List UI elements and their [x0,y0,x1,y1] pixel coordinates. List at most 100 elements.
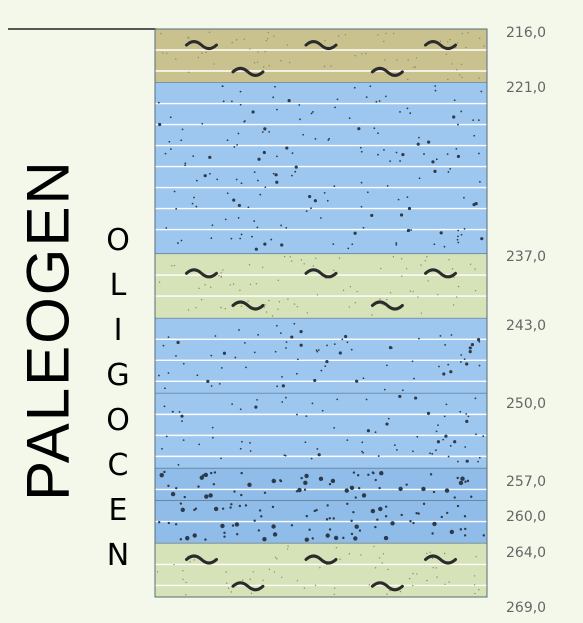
speckle [208,31,211,33]
speckle [344,34,347,36]
speckle [185,581,187,584]
grain-dot [274,173,278,177]
grain-dot [367,473,370,476]
speckle [387,568,389,571]
speckle [373,545,375,548]
depth-label: 243,0 [506,318,547,334]
grain-dot [352,510,355,514]
grain-dot [365,96,368,98]
grain-dot [291,152,294,155]
grain-dot [172,410,174,413]
grain-dot [464,446,467,448]
grain-dot [432,521,437,527]
grain-dot [333,185,336,188]
grain-dot [468,350,472,354]
depth-label: 269,0 [506,600,547,616]
grain-dot [291,174,293,177]
speckle [271,315,274,317]
speckle [439,40,442,43]
grain-dot [437,424,439,427]
speckle [436,576,438,578]
grain-dot [281,375,283,378]
speckle [461,32,464,35]
speckle [389,292,392,294]
speckle [296,306,299,308]
grain-dot [276,155,278,158]
speckle [426,256,428,258]
speckle [213,63,215,65]
speckle [248,264,251,266]
grain-dot [239,103,242,106]
speckle [247,300,249,303]
speckle [382,553,385,555]
grain-dot [384,95,387,98]
grain-dot [410,229,413,231]
grain-dot [167,336,170,339]
grain-dot [299,118,301,121]
grain-dot [400,513,403,517]
speckle [456,69,458,71]
speckle [242,579,244,581]
grain-dot [279,332,282,334]
grain-dot [390,521,395,526]
grain-dot [276,108,278,111]
grain-dot [389,160,392,163]
grain-dot [449,529,455,535]
speckle [193,559,196,561]
speckle [290,260,293,262]
grain-dot [465,459,469,463]
grain-dot [360,205,363,208]
grain-dot [326,199,329,202]
grain-dot [463,228,466,230]
grain-dot [169,116,172,119]
grain-dot [263,127,267,131]
grain-dot [438,365,440,368]
speckle [262,579,264,582]
grain-dot [479,180,481,183]
grain-dot [463,358,466,361]
grain-dot [290,524,294,527]
grain-dot [243,120,246,123]
grain-dot [361,493,367,498]
grain-dot [325,518,329,521]
grain-dot [240,233,243,236]
speckle [378,557,381,559]
grain-dot [213,506,219,512]
grain-dot [180,139,183,142]
grain-dot [463,534,467,537]
speckle [412,290,414,293]
speckle [348,306,350,308]
grain-dot [174,523,178,526]
speckle [267,31,269,34]
clay-tilde [424,554,458,565]
grain-dot [204,494,209,499]
grain-dot [245,366,247,369]
grain-dot [303,480,308,486]
grain-dot [311,537,314,540]
speckle [447,41,449,43]
speckle [277,308,279,310]
speckle [374,567,377,569]
grain-dot [221,85,224,88]
grain-dot [223,535,226,538]
grain-dot [316,350,319,353]
speckle [323,65,326,68]
grain-dot [358,529,362,532]
speckle [315,257,317,259]
grain-dot [459,361,462,363]
grain-dot [184,162,187,165]
epoch-letter: G [106,358,130,393]
grain-dot [294,170,297,173]
grain-dot [474,201,478,206]
grain-dot [201,122,204,125]
speckle [235,39,238,41]
grain-dot [374,525,377,529]
grain-dot [239,447,242,450]
speckle [473,584,476,586]
grain-dot [210,354,213,357]
grain-dot [344,334,348,339]
grain-dot [333,426,336,429]
grain-dot [439,231,443,235]
grain-dot [244,504,248,507]
grain-dot [385,364,388,367]
